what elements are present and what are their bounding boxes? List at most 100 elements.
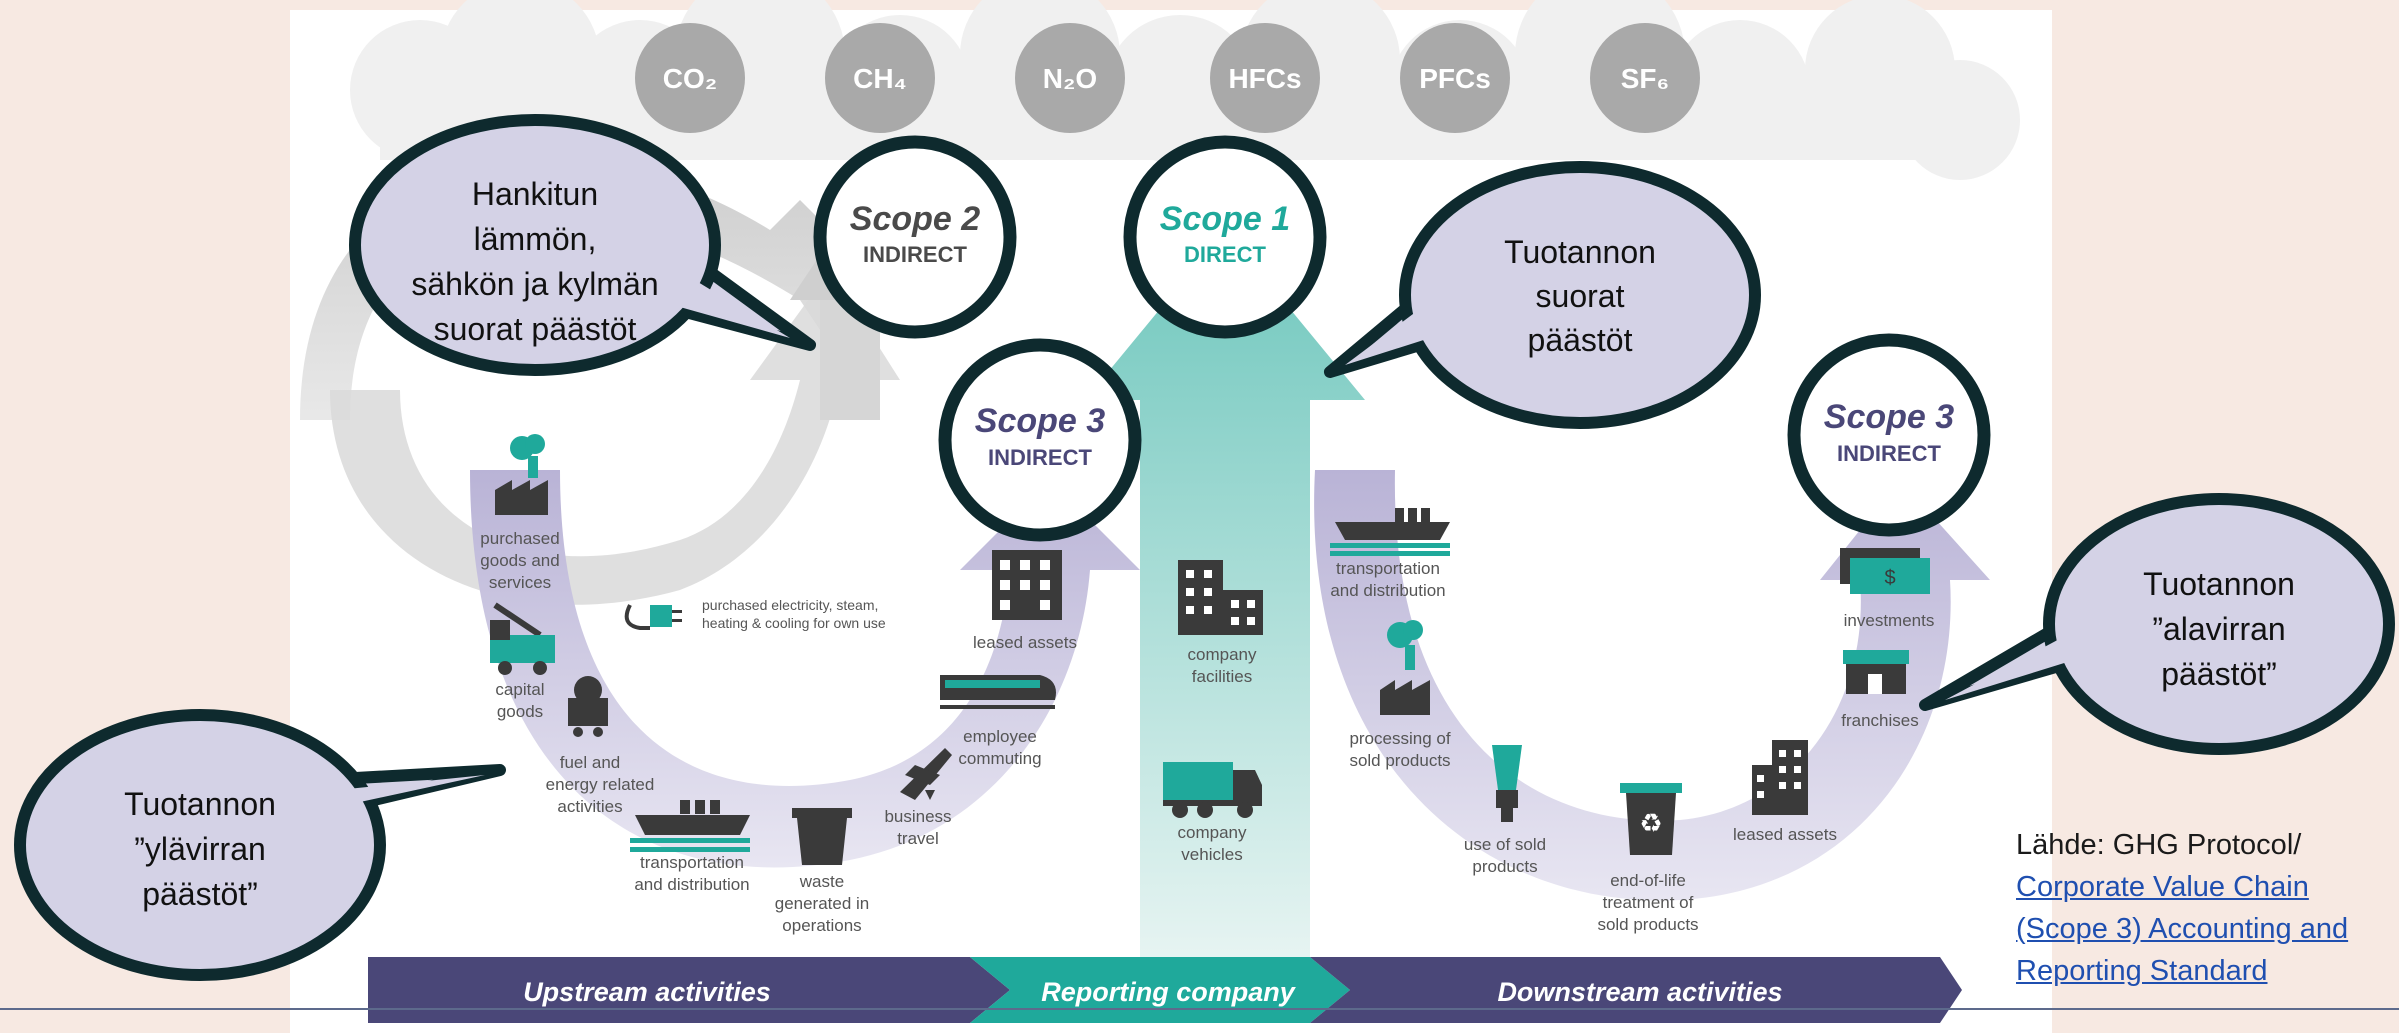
scope2-arrow-body	[330, 270, 900, 605]
callout-upstream: Tuotannon ”ylävirran päästöt”	[14, 709, 506, 981]
downstream-bar	[1310, 957, 1962, 1023]
scope1-sub: DIRECT	[1184, 242, 1266, 267]
processing-label-2: sold products	[1349, 751, 1450, 770]
gas-sf6-label: SF₆	[1621, 63, 1670, 94]
source-link-line-3[interactable]: Reporting Standard	[2016, 955, 2268, 987]
end-of-life-label-3: sold products	[1597, 915, 1698, 934]
callout-downstream-line1: Tuotannon	[2143, 566, 2295, 602]
purchased-goods-label-2: goods and	[480, 551, 559, 570]
callout-scope1-line2: suorat	[1536, 278, 1625, 314]
gas-circles: CO₂ CH₄ N₂O HFCs PFCs SF₆	[635, 23, 1700, 133]
company-facilities-label-2: facilities	[1192, 667, 1252, 686]
plug-icon	[624, 604, 682, 630]
bottom-divider	[0, 1008, 2399, 1010]
callout-upstream-line3: päästöt”	[142, 876, 258, 912]
crane-truck-icon	[490, 602, 555, 675]
source-link-line-2[interactable]: (Scope 3) Accounting and	[2016, 913, 2349, 945]
scope3-downstream-badge: Scope 3 INDIRECT	[1787, 333, 1991, 537]
scope3-upstream-title: Scope 3	[975, 402, 1105, 440]
upstream-bar	[368, 957, 1010, 1023]
callout-downstream-line3: päästöt”	[2161, 656, 2277, 692]
money-icon: $	[1840, 548, 1930, 594]
end-of-life-label-2: treatment of	[1603, 893, 1694, 912]
ship-icon	[630, 800, 750, 852]
scope1-title: Scope 1	[1160, 200, 1290, 238]
train-icon	[940, 675, 1056, 709]
reporting-bar	[970, 957, 1350, 1023]
callout-scope1: Tuotannon suorat päästöt	[1324, 161, 1761, 429]
capital-goods-label-2: goods	[497, 702, 543, 721]
downstream-transport-label-2: and distribution	[1330, 581, 1445, 600]
scope3-downstream-title: Scope 3	[1824, 398, 1954, 436]
gas-n2o-label: N₂O	[1043, 63, 1097, 94]
source-link-line-1[interactable]: Corporate Value Chain	[2016, 871, 2309, 903]
gas-hfcs-label: HFCs	[1228, 63, 1301, 94]
purchased-electricity-label-1: purchased electricity, steam,	[702, 597, 878, 613]
upstream-transport-label-2: and distribution	[634, 875, 749, 894]
gas-co2-label: CO₂	[663, 63, 717, 94]
source-prefix: Lähde: GHG Protocol/	[2016, 829, 2302, 861]
company-truck-icon	[1163, 762, 1262, 818]
gas-co2: CO₂	[635, 23, 745, 133]
scope3-upstream-sub: INDIRECT	[988, 445, 1092, 470]
reporting-company-items: company facilities company vehicles	[1163, 560, 1263, 864]
franchises-label: franchises	[1841, 711, 1918, 730]
company-vehicles-label-2: vehicles	[1181, 845, 1242, 864]
scope3-downstream-sub: INDIRECT	[1837, 441, 1941, 466]
downstream-ship-icon	[1330, 508, 1450, 556]
recycle-symbol: ♻	[1639, 808, 1662, 838]
upstream-scope3-arrow	[470, 470, 1140, 868]
gas-sf6: SF₆	[1590, 23, 1700, 133]
capital-goods-label-1: capital	[495, 680, 544, 699]
downstream-scope3-arrow	[1314, 470, 1990, 901]
scope2-title: Scope 2	[850, 200, 980, 238]
purchased-goods-label-3: services	[489, 573, 551, 592]
factory-icon	[495, 434, 548, 515]
callout-scope2-line2: lämmön,	[474, 221, 597, 257]
callout-scope1-line1: Tuotannon	[1504, 234, 1656, 270]
coal-cart-icon	[568, 676, 608, 737]
scope2-sub: INDIRECT	[863, 242, 967, 267]
downstream-leased-assets-label: leased assets	[1733, 825, 1837, 844]
storefront-icon	[1843, 650, 1909, 694]
callout-scope2-line1: Hankitun	[472, 176, 598, 212]
company-building-icon	[1178, 560, 1263, 635]
purchased-electricity-label-2: heating & cooling for own use	[702, 615, 886, 631]
gas-hfcs: HFCs	[1210, 23, 1320, 133]
upstream-activities-items: purchased goods and services capital goo…	[480, 434, 1077, 935]
use-of-sold-label-1: use of sold	[1464, 835, 1546, 854]
fuel-energy-label-2: energy related	[546, 775, 655, 794]
processing-factory-icon	[1380, 620, 1430, 715]
scope3-upstream-badge: Scope 3 INDIRECT	[938, 338, 1142, 542]
fuel-energy-label-3: activities	[557, 797, 622, 816]
upstream-leased-assets-label: leased assets	[973, 633, 1077, 652]
scope2-upstroke	[820, 300, 880, 420]
source-citation: Lähde: GHG Protocol/ Corporate Value Cha…	[2016, 824, 2396, 992]
callout-downstream-line2: ”alavirran	[2152, 611, 2285, 647]
callout-upstream-line1: Tuotannon	[124, 786, 276, 822]
gas-pfcs: PFCs	[1400, 23, 1510, 133]
purchased-goods-label-1: purchased	[480, 529, 559, 548]
waste-bin-icon	[792, 808, 852, 865]
upstream-transport-label-1: transportation	[640, 853, 744, 872]
company-facilities-label-1: company	[1188, 645, 1257, 664]
company-vehicles-label-1: company	[1178, 823, 1247, 842]
activity-bar: Upstream activities Reporting company Do…	[368, 957, 1962, 1023]
downstream-transport-label-1: transportation	[1336, 559, 1440, 578]
downstream-building-icon	[1752, 740, 1808, 815]
fuel-energy-label-1: fuel and	[560, 753, 621, 772]
waste-label-3: operations	[782, 916, 861, 935]
employee-commuting-label-1: employee	[963, 727, 1037, 746]
waste-label-2: generated in	[775, 894, 870, 913]
callout-downstream: Tuotannon ”alavirran päästöt”	[1919, 493, 2395, 755]
callout-scope1-line3: päästöt	[1528, 322, 1633, 358]
callout-scope2: Hankitun lämmön, sähkön ja kylmän suorat…	[349, 114, 816, 376]
waste-label-1: waste	[799, 872, 844, 891]
callout-upstream-line2: ”ylävirran	[134, 831, 266, 867]
end-of-life-label-1: end-of-life	[1610, 871, 1686, 890]
dollar-symbol: $	[1884, 567, 1895, 589]
use-of-sold-label-2: products	[1472, 857, 1537, 876]
gas-pfcs-label: PFCs	[1419, 63, 1491, 94]
gas-ch4-label: CH₄	[853, 63, 907, 94]
